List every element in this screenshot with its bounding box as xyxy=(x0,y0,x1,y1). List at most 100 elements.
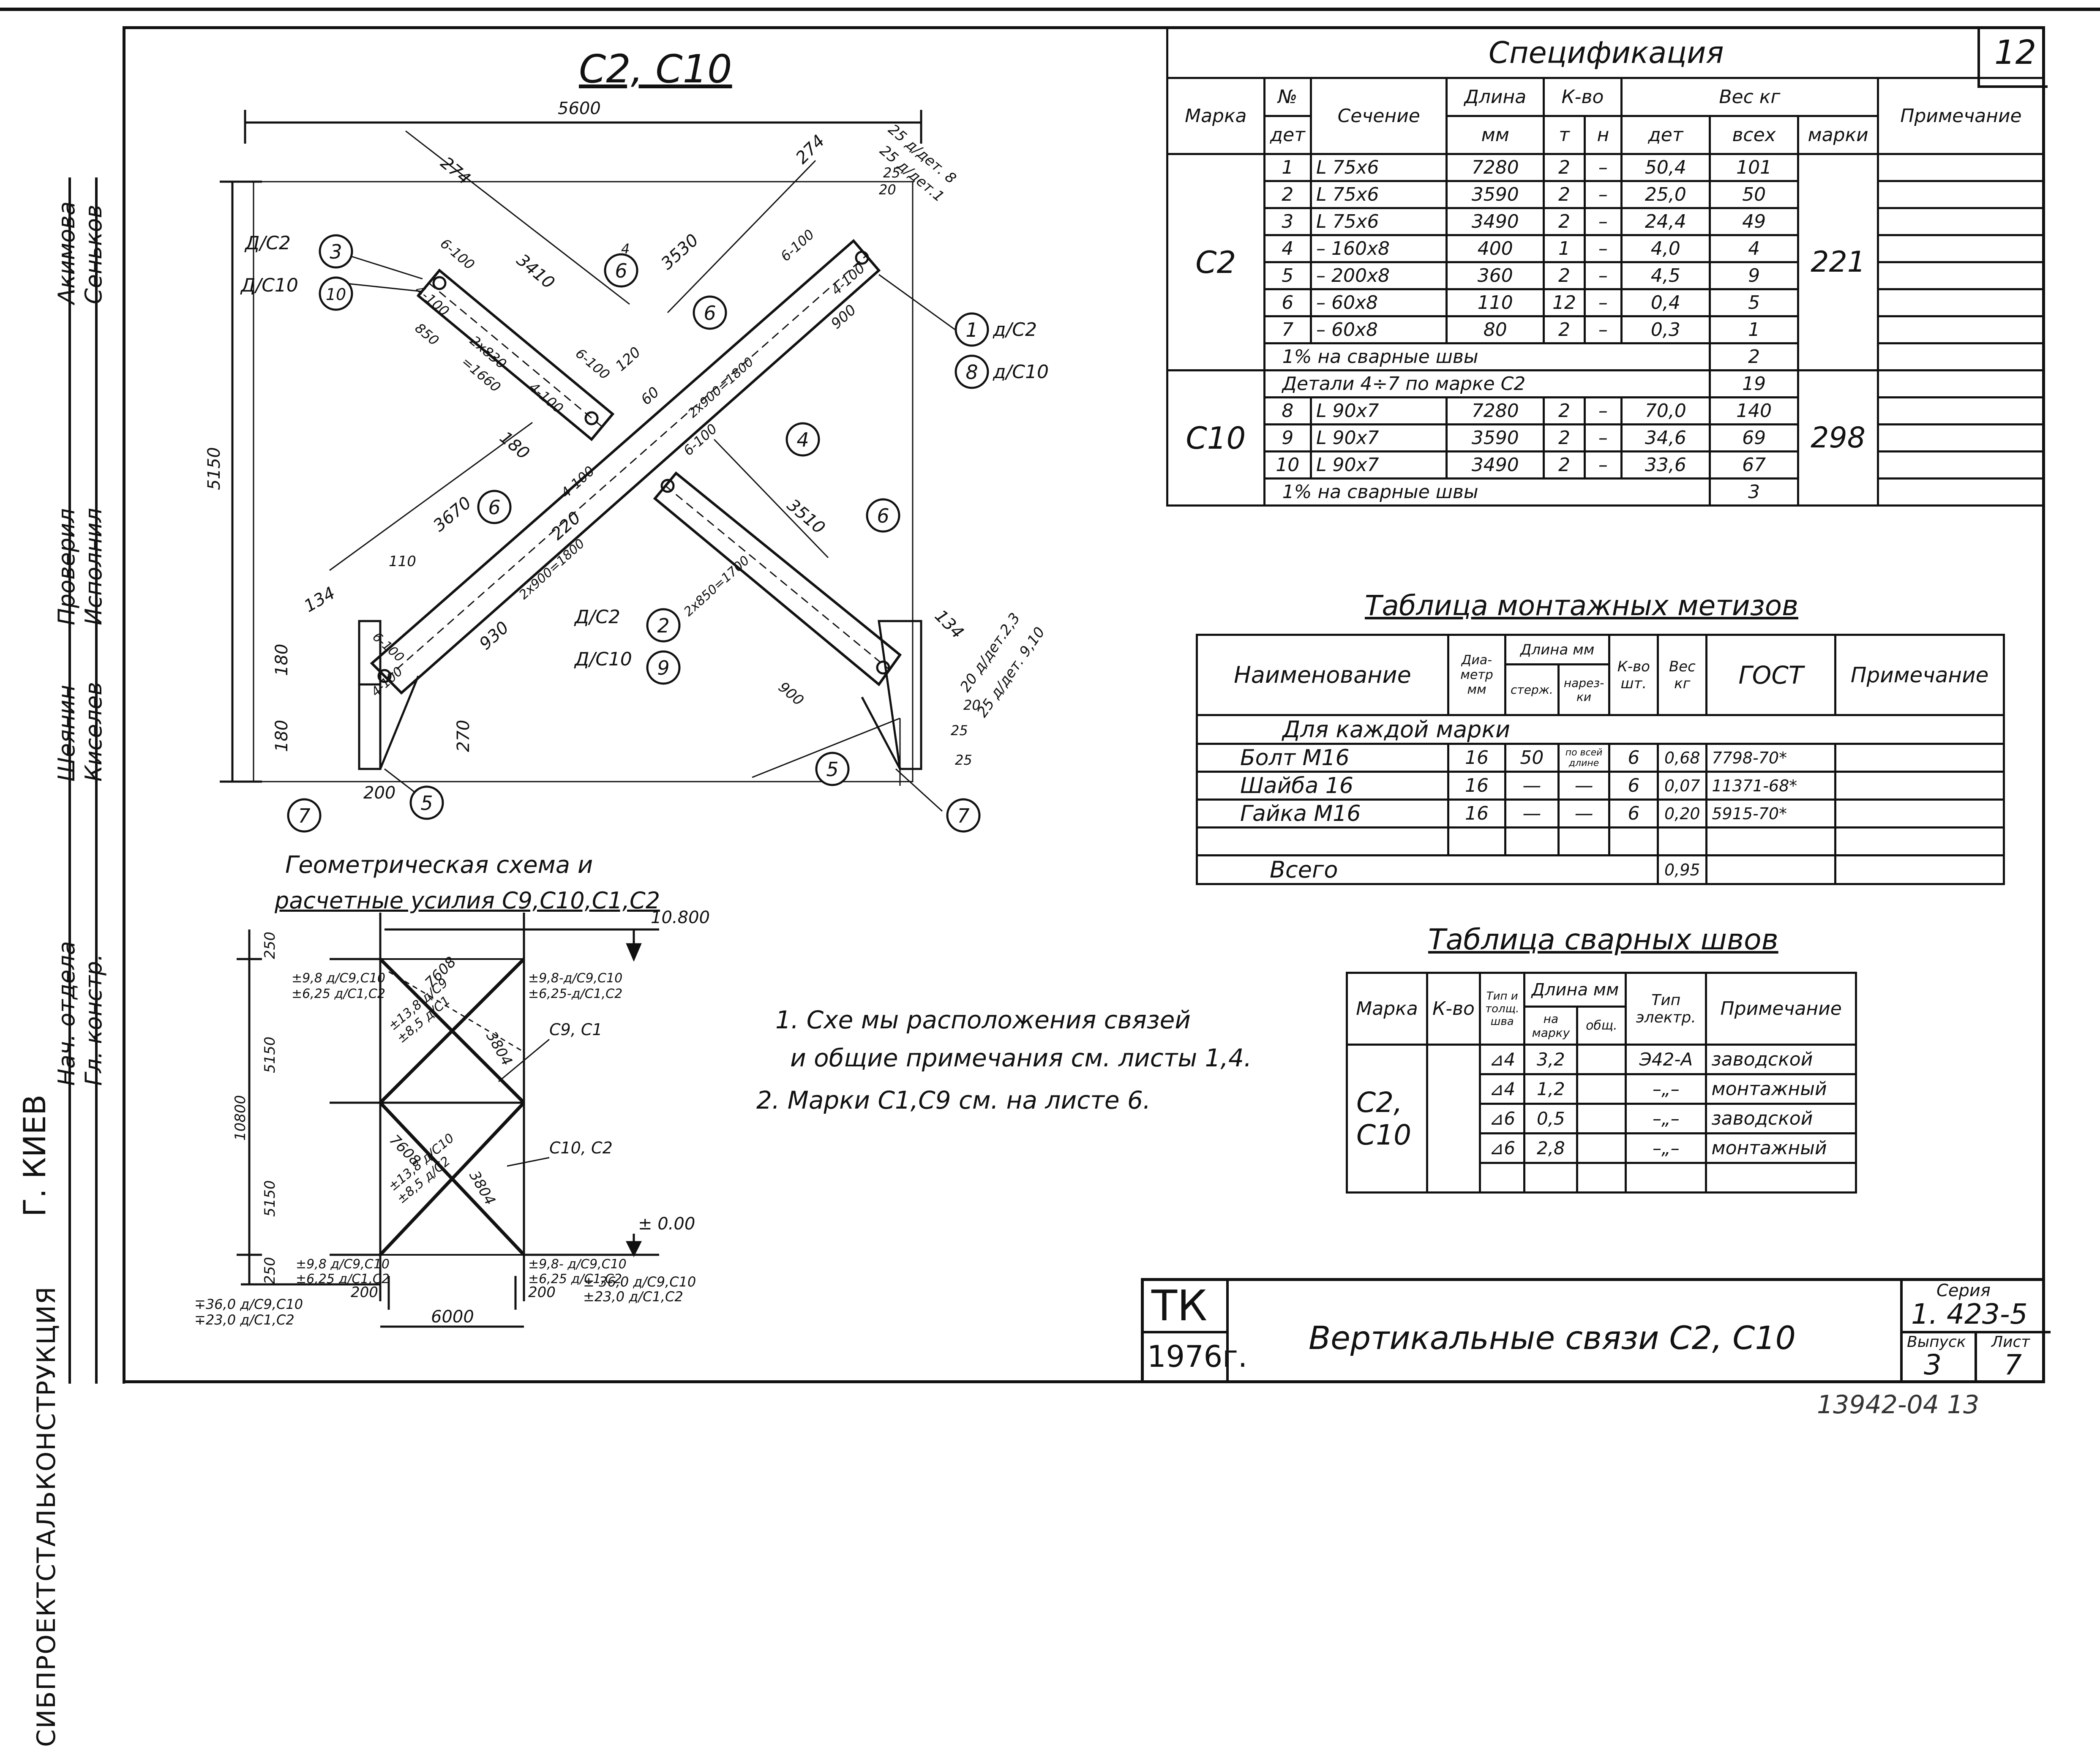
callout-8: 8 xyxy=(965,361,978,384)
weld-h-kvo: К-во xyxy=(1426,972,1481,1046)
spec-h-t: т xyxy=(1543,115,1586,155)
dim-25b: 25 xyxy=(951,722,968,739)
spec-det-c2: Детали 4÷7 по марке С2 xyxy=(1263,369,1711,398)
fast-empty xyxy=(1196,826,1449,856)
spec-row: – xyxy=(1584,423,1623,452)
h-5150b: 5150 xyxy=(262,1180,278,1217)
elev-zero: ± 0.00 xyxy=(638,1214,695,1234)
label-dc2-mid: Д/С2 xyxy=(574,606,620,628)
spec-h-det: дет xyxy=(1263,115,1312,155)
fast-empty xyxy=(1834,854,2005,885)
spec-row: – xyxy=(1584,207,1623,236)
vyp-value: 3 xyxy=(1924,1349,1942,1381)
spec-prim xyxy=(1877,153,2045,182)
weld-row: Э42-А xyxy=(1625,1044,1707,1075)
fast-row: Шайба 16 xyxy=(1196,771,1449,801)
callout-2: 2 xyxy=(657,614,669,637)
bracing-drawing: 5600 5150 274 274 3410 3530 3670 3510 6-… xyxy=(205,99,1049,833)
stamp-org: СИБПРОЕКТСТАЛЬКОНСТРУКЦИЯ xyxy=(32,1286,61,1747)
spec-row: 4 xyxy=(1708,234,1800,263)
weld-empty xyxy=(1576,1073,1627,1105)
fast-row: Болт М16 xyxy=(1196,743,1449,773)
weld-empty xyxy=(1625,1162,1707,1194)
dim-850: 850 xyxy=(412,320,442,349)
stamp-divider-1 xyxy=(68,177,71,1384)
weld-empty xyxy=(1576,1132,1627,1164)
dim-134b: 134 xyxy=(931,606,968,643)
top-edge-line xyxy=(0,8,2100,11)
fast-row: по всей длине xyxy=(1557,743,1611,773)
callout-5b: 5 xyxy=(826,758,838,781)
weld-kvo-empty xyxy=(1426,1044,1481,1194)
dim-5600: 5600 xyxy=(558,99,601,118)
fast-empty xyxy=(1447,826,1506,856)
geometry-title-2: расчетные усилия С9,С10,С1,С2 xyxy=(275,887,660,914)
fast-row: — xyxy=(1504,799,1560,829)
spec-row: 6 xyxy=(1263,288,1312,317)
spec-h-len: Длина xyxy=(1445,77,1545,117)
force-bot-left-2: ±6,25 д/С1,С2 xyxy=(296,1272,390,1286)
weld-empty xyxy=(1523,1162,1579,1194)
tk-divider xyxy=(1144,1331,1226,1333)
spec-row: – 200x8 xyxy=(1309,261,1448,290)
fast-empty xyxy=(1608,826,1659,856)
spec-prim xyxy=(1877,369,2045,398)
w-200a: 200 xyxy=(351,1284,378,1301)
fast-row: — xyxy=(1557,771,1611,801)
spec-row: – xyxy=(1584,180,1623,209)
weld-h-total: общ. xyxy=(1576,1006,1627,1046)
note-2: 2. Марки С1,С9 см. на листе 6. xyxy=(756,1086,1151,1115)
weld-row: ⊿6 xyxy=(1478,1103,1526,1134)
fast-total-label: Всего xyxy=(1195,854,1659,885)
weld-h-per: на марку xyxy=(1523,1006,1579,1046)
fast-row: 16 xyxy=(1447,743,1506,773)
dim-900b: 900 xyxy=(775,679,807,709)
stamp-city: Г. КИЕВ xyxy=(17,1094,52,1217)
callout-3: 3 xyxy=(330,240,342,263)
fast-total-val: 0,95 xyxy=(1657,854,1708,885)
dim-4-100b: 4-100 xyxy=(526,379,567,417)
callout-6b: 6 xyxy=(704,302,716,324)
dim-274a: 274 xyxy=(437,153,474,188)
dim-3510: 3510 xyxy=(783,495,829,538)
fast-prim xyxy=(1834,743,2005,773)
spec-row: 7280 xyxy=(1445,153,1545,182)
spec-row: 2 xyxy=(1543,423,1586,452)
weld-row: ⊿4 xyxy=(1478,1073,1526,1105)
dim-900a: 900 xyxy=(828,302,859,333)
spec-row: 34,6 xyxy=(1620,423,1711,452)
spec-h-mm: мм xyxy=(1445,115,1545,155)
fast-row: 16 xyxy=(1447,771,1506,801)
weld-row: ⊿4 xyxy=(1478,1044,1526,1075)
weld-row: 2,8 xyxy=(1523,1132,1579,1164)
weld-mark-2: С10 xyxy=(1356,1118,1412,1151)
dim-4-100c: 4-100 xyxy=(828,260,868,298)
spec-row: 5 xyxy=(1263,261,1312,290)
spec-row: L 75x6 xyxy=(1309,180,1448,209)
spec-row: 25,0 xyxy=(1620,180,1711,209)
dim-180b: 180 xyxy=(272,720,292,752)
spec-prim xyxy=(1877,180,2045,209)
dim-4: 4 xyxy=(621,241,630,257)
weld-row: монтажный xyxy=(1705,1132,1857,1164)
spec-mark-c2: С2 xyxy=(1166,153,1265,371)
fasteners-title: Таблица монтажных метизов xyxy=(1365,589,1798,622)
spec-h-ves: Вес кг xyxy=(1620,77,1879,117)
spec-row: 0,3 xyxy=(1620,315,1711,344)
dim-274b: 274 xyxy=(792,131,829,168)
fast-h-thread: нарез- ки xyxy=(1557,663,1611,716)
spec-row: 2 xyxy=(1263,180,1312,209)
spec-row: 1 xyxy=(1708,315,1800,344)
spec-c10-total: 298 xyxy=(1797,369,1879,507)
weld-h-type: Тип и толщ. шва xyxy=(1478,972,1526,1046)
spec-row: 2 xyxy=(1543,153,1586,182)
spec-row: 3590 xyxy=(1445,180,1545,209)
spec-c2-total: 221 xyxy=(1797,153,1879,371)
spec-row: 2 xyxy=(1543,396,1586,425)
force-bot-right-1: ±9,8- д/С9,С10 xyxy=(528,1257,627,1272)
dim-5150: 5150 xyxy=(205,447,224,490)
tk-year: 1976г. xyxy=(1147,1339,1248,1374)
spec-mark-c10: С10 xyxy=(1166,369,1265,507)
fast-row: 5915-70* xyxy=(1705,799,1837,829)
spec-prim xyxy=(1877,450,2045,480)
